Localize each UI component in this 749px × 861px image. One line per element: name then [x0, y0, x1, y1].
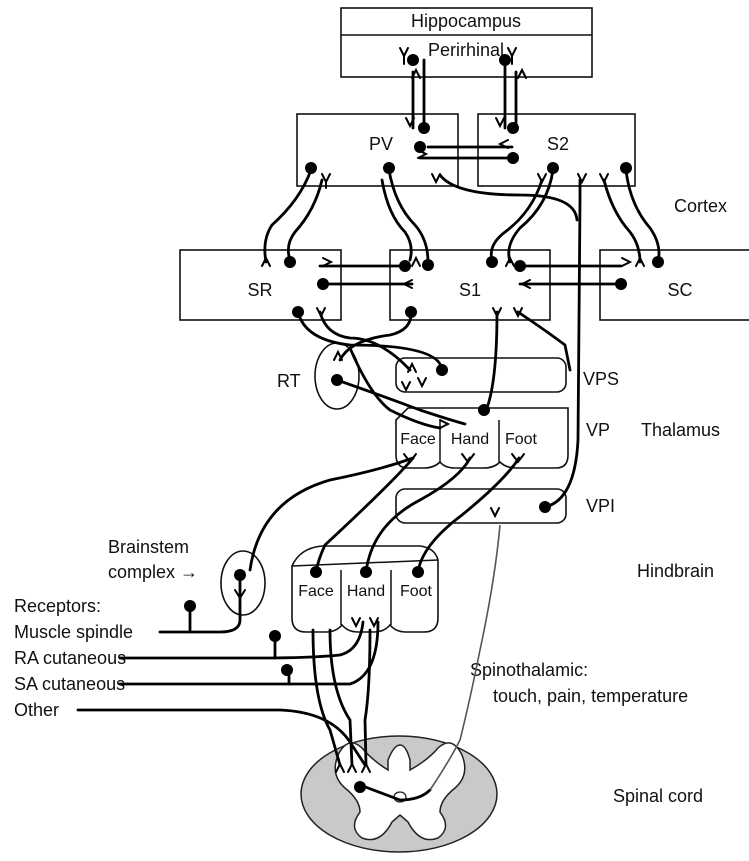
- perirhinal-label: Perirhinal: [428, 40, 504, 60]
- complex-label: complex →: [108, 562, 198, 582]
- brainstem-complex-nucleus: [221, 551, 265, 615]
- vps-label: VPS: [583, 369, 619, 389]
- vpi-label: VPI: [586, 496, 615, 516]
- hindbrain-face-label: Face: [298, 583, 334, 600]
- spinal-cord: [301, 736, 497, 852]
- brainstem-label: Brainstem: [108, 537, 189, 557]
- spinal-cord-label: Spinal cord: [613, 786, 703, 806]
- ra-cutaneous-label: RA cutaneous: [14, 648, 126, 668]
- cortex-region-label: Cortex: [674, 196, 727, 216]
- hindbrain-region-label: Hindbrain: [637, 561, 714, 581]
- vp-hand-label: Hand: [451, 431, 489, 448]
- pv-box: PV: [297, 114, 458, 186]
- spinothalamic-desc: touch, pain, temperature: [493, 686, 688, 706]
- muscle-spindle-label: Muscle spindle: [14, 622, 133, 642]
- rt-label: RT: [277, 371, 301, 391]
- sa-cutaneous-label: SA cutaneous: [14, 674, 125, 694]
- sr-label: SR: [247, 280, 272, 300]
- vp-label: VP: [586, 420, 610, 440]
- vp-foot-label: Foot: [505, 431, 538, 448]
- pv-label: PV: [369, 134, 393, 154]
- vp-nucleus: Face Hand Foot: [396, 408, 568, 468]
- receptors-heading: Receptors:: [14, 596, 101, 616]
- other-label: Other: [14, 700, 59, 720]
- hindbrain-nucleus: Face Hand Foot: [292, 546, 438, 632]
- thalamus-region-label: Thalamus: [641, 420, 720, 440]
- spinothalamic-title: Spinothalamic:: [470, 660, 588, 680]
- hindbrain-hand-label: Hand: [347, 583, 385, 600]
- sc-label: SC: [667, 280, 692, 300]
- hippocampus-box: Hippocampus Perirhinal: [341, 8, 592, 77]
- hippocampus-label: Hippocampus: [411, 11, 521, 31]
- s1-label: S1: [459, 280, 481, 300]
- hindbrain-foot-label: Foot: [400, 583, 433, 600]
- s2-label: S2: [547, 134, 569, 154]
- vp-face-label: Face: [400, 431, 436, 448]
